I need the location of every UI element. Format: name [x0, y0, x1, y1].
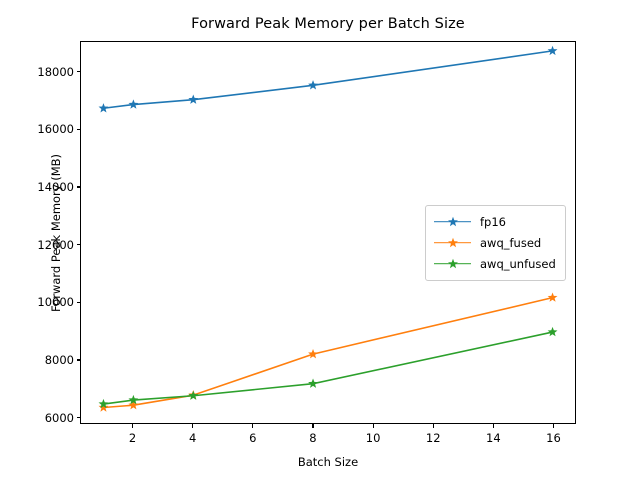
legend-swatch [434, 216, 471, 228]
data-point-marker [547, 292, 558, 302]
series-fp16 [98, 45, 558, 113]
legend-swatch [434, 237, 471, 249]
legend-star-icon [447, 258, 458, 268]
data-point-marker [308, 378, 318, 388]
x-tick-mark [552, 424, 555, 428]
x-tick-label: 6 [249, 431, 257, 445]
chart-title: Forward Peak Memory per Batch Size [191, 16, 465, 32]
x-tick-mark [192, 424, 194, 428]
y-tick-mark [76, 186, 80, 188]
x-tick-mark [432, 424, 434, 428]
x-axis-label: Batch Size [297, 455, 359, 469]
x-tick-label: 14 [486, 431, 501, 445]
legend-item-awq_unfused[interactable]: awq_unfused [434, 253, 556, 274]
x-tick-mark [252, 424, 254, 428]
data-point-marker [547, 45, 558, 56]
x-tick-label: 2 [128, 431, 137, 445]
series-line [102, 296, 554, 409]
y-tick-label: 16000 [37, 122, 74, 137]
y-tick-label: 18000 [37, 64, 74, 79]
data-point-marker [188, 390, 199, 400]
data-point-marker [128, 99, 139, 109]
data-point-marker [128, 394, 139, 405]
y-axis-label-container: Forward Peak Memory (MB) [0, 41, 63, 424]
data-point-marker [308, 348, 318, 359]
legend-swatch [434, 258, 471, 270]
y-tick-label: 6000 [44, 410, 74, 425]
y-tick-mark [76, 417, 80, 419]
legend-label: awq_fused [480, 235, 542, 250]
legend-item-awq_fused[interactable]: awq_fused [434, 232, 556, 253]
x-tick-label: 16 [546, 431, 561, 445]
x-tick-label: 4 [189, 431, 197, 445]
x-tick-label: 10 [365, 431, 381, 445]
x-tick-label: 12 [425, 431, 441, 445]
series-awq_fused [98, 292, 558, 412]
series-line [102, 50, 554, 110]
plot-canvas [98, 45, 558, 412]
x-tick-mark [372, 424, 374, 428]
y-tick-label: 8000 [44, 352, 74, 367]
data-point-marker [98, 398, 109, 409]
data-point-marker [308, 80, 318, 90]
x-tick-mark [312, 424, 314, 428]
legend-star-icon [447, 237, 458, 247]
x-tick-mark [492, 424, 494, 428]
x-tick-mark [132, 424, 134, 428]
y-tick-mark [76, 128, 80, 130]
y-tick-label: 14000 [37, 179, 74, 194]
y-tick-mark [76, 301, 80, 303]
legend-label: fp16 [480, 214, 506, 229]
legend-star-icon [447, 216, 458, 226]
y-tick-mark [76, 71, 80, 73]
series-awq_unfused [98, 326, 558, 409]
y-tick-mark [76, 244, 80, 246]
series-line [102, 331, 554, 405]
legend-item-fp16[interactable]: fp16 [434, 211, 556, 232]
chart-legend[interactable]: fp16 awq_fused awq_unfused [425, 205, 566, 281]
y-tick-label: 10000 [37, 295, 74, 310]
legend-label: awq_unfused [480, 256, 556, 271]
x-tick-label: 8 [309, 431, 317, 445]
y-axis-label: Forward Peak Memory (MB) [49, 153, 63, 312]
y-tick-mark [76, 359, 80, 361]
data-point-marker [547, 326, 558, 337]
data-point-marker [188, 94, 199, 104]
data-point-marker [98, 103, 109, 113]
y-tick-label: 12000 [37, 237, 74, 252]
data-point-marker [128, 400, 139, 410]
data-point-marker [98, 402, 109, 412]
